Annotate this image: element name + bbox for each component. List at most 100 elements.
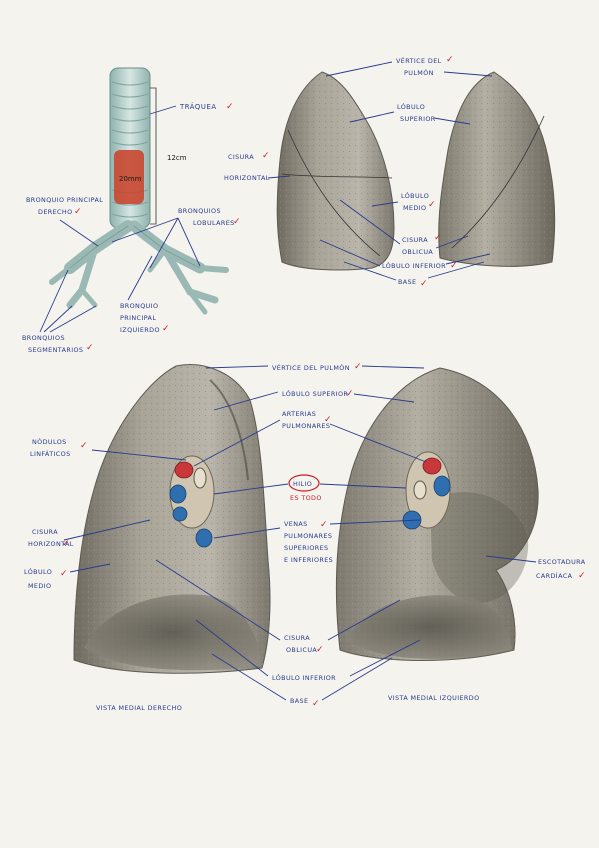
- check-mark: ✓: [320, 520, 328, 530]
- label-nodulos-2: LINFÁTICOS: [30, 449, 71, 458]
- check-mark: ✓: [446, 55, 454, 65]
- check-mark: ✓: [428, 200, 436, 210]
- caption-vista-izquierdo: VISTA MEDIAL IZQUIERDO: [388, 694, 480, 702]
- label-segmentarios-1: BRONQUIOS: [22, 334, 65, 342]
- leader-nodulos: [91, 449, 187, 461]
- trachea-illustration: 20mm 12cm TRÁQUEA ✓ BRONQUIO PRINCIPAL D…: [22, 67, 241, 354]
- label-arterias-2: PULMONARES: [282, 422, 330, 430]
- check-mark: ✓: [316, 645, 324, 655]
- label-lobulares-1: BRONQUIOS: [178, 207, 221, 215]
- leader-lob-inf: [319, 239, 491, 267]
- trachea-highlight: [114, 150, 144, 204]
- leader-hilio: [213, 483, 407, 495]
- leader-bronquio-der: [59, 219, 99, 247]
- check-mark: ✓: [162, 324, 170, 334]
- leader-vertice: [325, 61, 493, 77]
- label-cisura-h-2: HORIZONTAL: [224, 174, 270, 182]
- label-hilio: HILIO: [293, 480, 312, 488]
- label-base: BASE: [398, 278, 416, 286]
- label-cisura-o-medial-1: CISURA: [284, 634, 310, 642]
- leader-lob-sup: [349, 111, 471, 125]
- lateral-lungs: VÉRTICE DEL PULMÓN ✓ LÓBULO SUPERIOR CIS…: [224, 55, 556, 289]
- leader-lob-inf-medial: [195, 619, 421, 677]
- label-venas-2: PULMONARES: [284, 532, 332, 540]
- check-mark: ✓: [346, 389, 354, 399]
- vein-right-2: [172, 506, 188, 522]
- label-vertice-medial: VÉRTICE DEL PULMÓN: [272, 363, 350, 372]
- vein-left-1: [433, 475, 451, 497]
- label-vertice-2: PULMÓN: [404, 68, 434, 77]
- bronchus-right: [193, 467, 207, 489]
- label-venas-1: VENAS: [284, 520, 308, 528]
- check-mark: ✓: [420, 279, 428, 289]
- leader-lob-sup-medial: [213, 391, 415, 411]
- bronchial-tree: [49, 220, 229, 315]
- medial-lungs: VÉRTICE DEL PULMÓN ✓ LÓBULO SUPERIOR ✓ A…: [24, 362, 586, 712]
- label-hilio-note: ES TODO: [290, 494, 322, 502]
- check-mark: ✓: [312, 699, 320, 709]
- leader-traquea: [149, 105, 177, 115]
- label-arterias-1: ARTERIAS: [282, 410, 316, 418]
- check-mark: ✓: [60, 569, 68, 579]
- check-mark: ✓: [324, 415, 332, 425]
- check-mark: ✓: [74, 207, 82, 217]
- label-cisura-h-1: CISURA: [228, 153, 254, 161]
- artery-right: [174, 461, 194, 479]
- leader-segmentarios: [39, 269, 97, 333]
- leader-escotadura: [485, 555, 537, 563]
- hilio-circle: [288, 474, 320, 492]
- label-bronquio-izq-2: PRINCIPAL: [120, 314, 156, 322]
- check-mark: ✓: [80, 441, 88, 451]
- bronchus-left: [413, 480, 427, 500]
- leader-lobulares: [111, 217, 201, 269]
- label-lob-sup-1: LÓBULO: [397, 102, 425, 111]
- check-mark: ✓: [62, 539, 70, 549]
- label-lob-sup-2: SUPERIOR: [400, 115, 436, 123]
- vein-right-1: [169, 484, 187, 504]
- leader-cisura-h-medial: [63, 519, 151, 541]
- label-cisura-h-medial-2: HORIZONTAL: [28, 540, 74, 548]
- check-mark: ✓: [226, 102, 234, 112]
- leader-base: [343, 261, 485, 281]
- cardiac-impression: [430, 492, 529, 603]
- label-escotadura-2: CARDÍACA: [536, 571, 573, 580]
- right-medial-base: [84, 594, 262, 671]
- label-cisura-o-medial-2: OBLICUA: [286, 646, 317, 654]
- label-cisura-o-2: OBLICUA: [402, 248, 433, 256]
- leader-lob-medio: [371, 201, 399, 207]
- trachea-rings: [111, 81, 149, 218]
- label-cisura-h-medial-1: CISURA: [32, 528, 58, 536]
- artery-left: [422, 457, 442, 475]
- leader-arterias: [193, 419, 427, 467]
- label-nodulos-1: NÓDULOS: [32, 437, 67, 446]
- check-mark: ✓: [578, 571, 586, 581]
- label-venas-3: SUPERIORES: [284, 544, 329, 552]
- label-bronquio-izq-1: BRONQUIO: [120, 302, 158, 310]
- check-mark: ✓: [450, 261, 458, 271]
- leader-base-medial: [211, 653, 393, 701]
- label-bronquio-der-1: BRONQUIO PRINCIPAL: [26, 196, 103, 204]
- label-segmentarios-2: SEGMENTARIOS: [28, 346, 83, 354]
- label-lob-medio-medial-2: MEDIO: [28, 582, 51, 590]
- label-lob-inf-medial: LÓBULO INFERIOR: [272, 673, 336, 682]
- leader-bronquio-izq: [127, 255, 153, 301]
- left-medial-base: [346, 595, 512, 659]
- fissure-oblique-left: [451, 115, 545, 249]
- label-lob-medio-medial-1: LÓBULO: [24, 567, 52, 576]
- label-bronquio-izq-3: IZQUIERDO: [120, 326, 160, 334]
- leader-cisura-h: [267, 175, 291, 179]
- leader-cisura-o-medial: [155, 559, 401, 641]
- check-mark: ✓: [434, 233, 442, 243]
- label-lob-medio-2: MEDIO: [403, 204, 426, 212]
- caption-vista-derecho: VISTA MEDIAL DERECHO: [96, 704, 182, 712]
- label-lob-sup-medial: LÓBULO SUPERIOR: [282, 389, 348, 398]
- length-bracket: [150, 87, 157, 225]
- label-bronquio-der-2: DERECHO: [38, 208, 73, 216]
- check-mark: ✓: [262, 151, 270, 161]
- leader-lob-medio-medial: [69, 563, 111, 573]
- check-mark: ✓: [354, 362, 362, 372]
- leader-cisura-o: [339, 199, 469, 249]
- vein-right-3: [195, 528, 213, 548]
- label-escotadura-1: ESCOTADURA: [538, 558, 586, 566]
